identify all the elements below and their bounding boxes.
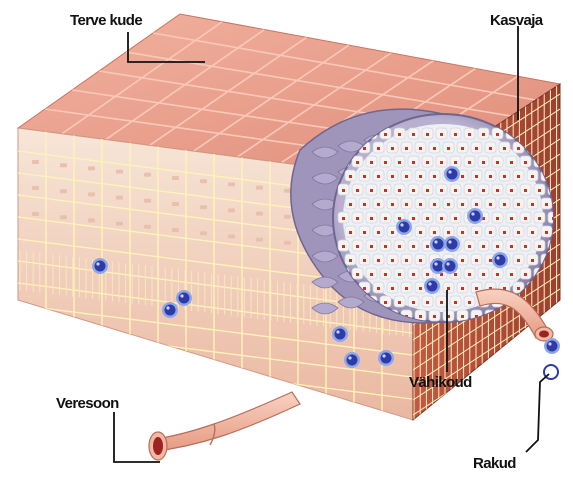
- immune-cell: [467, 208, 483, 224]
- immune-cell: [162, 302, 178, 318]
- immune-cell: [492, 252, 508, 268]
- label-tumor: Kasvaja: [490, 13, 543, 28]
- immune-cell: [332, 326, 348, 342]
- label-immune-cells: Rakud: [473, 456, 516, 471]
- immune-cell: [378, 350, 394, 366]
- label-tumor-tissue: Vähikoud: [409, 375, 472, 390]
- immune-cell: [544, 338, 560, 354]
- immune-cell: [396, 219, 412, 235]
- immune-cell: [442, 258, 458, 274]
- immune-cell: [424, 278, 440, 294]
- immune-cell: [430, 236, 446, 252]
- immune-cell: [444, 166, 460, 182]
- immune-cell: [344, 352, 360, 368]
- immune-cell: [444, 236, 460, 252]
- leader-line-immune-cells: [526, 374, 549, 452]
- label-blood-vessel: Veresoon: [56, 396, 119, 411]
- immune-cell: [92, 258, 108, 274]
- label-healthy-tissue: Terve kude: [70, 13, 142, 28]
- immune-cell: [176, 290, 192, 306]
- blood-vessel-front: [149, 392, 300, 460]
